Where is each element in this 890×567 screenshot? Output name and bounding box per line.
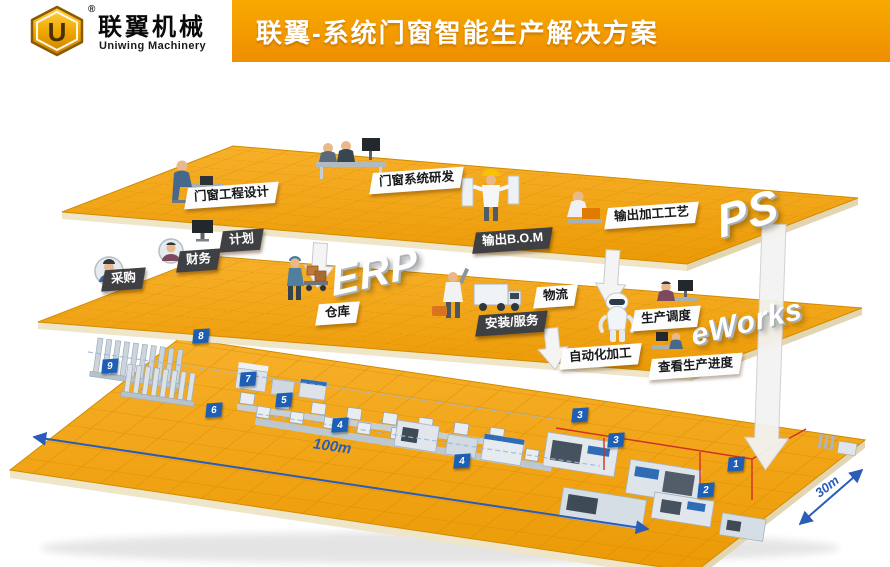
label-finance: 财务	[176, 248, 221, 273]
station-badge-7: 7	[239, 371, 257, 387]
title-banner: 联翼-系统门窗智能生产解决方案	[232, 0, 890, 62]
logistics-truck-icon	[473, 283, 522, 311]
label-logistics: 物流	[533, 284, 578, 309]
plan-monitor-icon	[192, 220, 213, 242]
label-warehouse: 仓库	[315, 301, 360, 326]
station-badge-3a: 3	[571, 407, 589, 423]
station-badge-3b: 3	[607, 432, 625, 448]
label-plan: 计划	[219, 228, 264, 253]
arrow-ps-to-eworks-ribbon	[743, 223, 790, 471]
dispatcher-figure	[657, 280, 698, 301]
station-badge-6: 6	[205, 402, 223, 418]
logo-letter: U	[48, 17, 67, 47]
page-title: 联翼-系统门窗智能生产解决方案	[256, 17, 659, 48]
header: U ® 联翼机械 Uniwing Machinery 联翼-系统门窗智能生产解决…	[0, 0, 890, 62]
station-badge-4b: 4	[453, 453, 471, 469]
station-badge-1: 1	[727, 456, 745, 472]
progress-station-figure	[652, 332, 683, 349]
registered-mark: ®	[88, 4, 96, 15]
robot-figure	[598, 292, 636, 342]
bom-worker-figure	[461, 169, 520, 221]
uniwing-logo: U	[30, 5, 84, 57]
dimension-lines	[32, 431, 864, 535]
station-badge-8: 8	[192, 328, 210, 344]
label-purchase: 采购	[101, 267, 146, 292]
station-badge-9: 9	[101, 358, 119, 374]
station-badge-2: 2	[697, 482, 715, 498]
station-badge-4a: 4	[331, 417, 349, 433]
installer-figure	[432, 267, 470, 318]
company-name-en: Uniwing Machinery	[99, 40, 207, 52]
company-name-cn: 联翼机械	[98, 14, 206, 41]
warehouse-worker-figure	[287, 256, 328, 300]
ps-platform	[61, 145, 859, 271]
process-engineer-figure	[567, 191, 602, 223]
station-badge-5: 5	[275, 392, 293, 408]
